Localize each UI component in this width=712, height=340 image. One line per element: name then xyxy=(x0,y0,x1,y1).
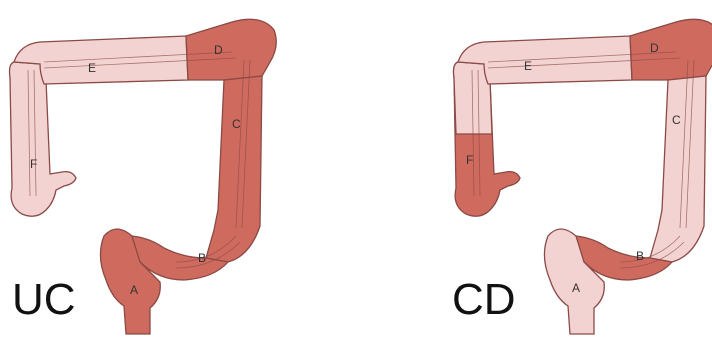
cd-label-b: B xyxy=(636,249,644,263)
uc-title: UC xyxy=(12,275,76,324)
cd-title: CD xyxy=(452,275,516,324)
uc-label-e: E xyxy=(88,61,96,75)
uc-label-a: A xyxy=(130,283,138,297)
uc-label-f: F xyxy=(30,157,37,171)
cd-label-c: C xyxy=(672,113,681,127)
segment-c xyxy=(206,76,262,262)
segment-f xyxy=(10,62,77,216)
cd-label-e: E xyxy=(524,59,532,73)
segment-d xyxy=(186,19,276,80)
uc-colon-diagram: A B C D E F UC xyxy=(10,19,277,334)
cd-label-d: D xyxy=(650,41,659,55)
uc-label-d: D xyxy=(214,43,223,57)
segment-d xyxy=(630,19,712,80)
cd-colon-diagram: A B C D E F CD xyxy=(452,19,712,334)
cd-label-f: F xyxy=(466,153,473,167)
segment-c xyxy=(650,76,706,262)
uc-label-b: B xyxy=(198,251,206,265)
uc-label-c: C xyxy=(232,117,241,131)
cd-label-a: A xyxy=(572,281,580,295)
